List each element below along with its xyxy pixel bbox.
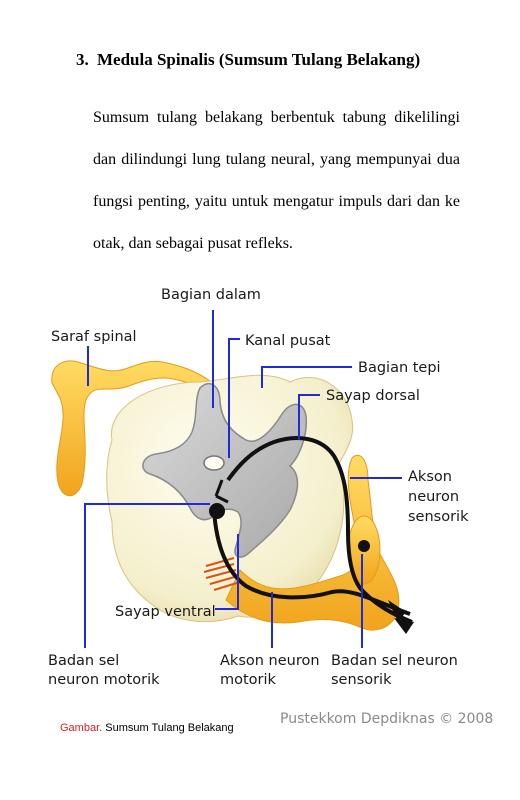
label-sayap-dorsal: Sayap dorsal [326, 388, 420, 404]
label-badan-motorik-1: Badan sel [48, 653, 119, 669]
label-kanal-pusat: Kanal pusat [245, 333, 331, 349]
sensory-neuron-body [358, 540, 370, 552]
label-akson-motorik-1: Akson neuron [220, 653, 320, 669]
section-title: Medula Spinalis (Sumsum Tulang Belakang) [97, 50, 421, 69]
body-paragraph: Sumsum tulang belakang berbentuk tabung … [93, 109, 460, 252]
figure-caption: Gambar. Sumsum Tulang Belakang [60, 722, 234, 734]
central-canal [203, 455, 225, 471]
interneuron-link [214, 479, 229, 504]
label-akson-sensorik-3: sensorik [408, 509, 469, 525]
spinal-cord-diagram: Bagian dalam Saraf spinal Kanal pusat Ba… [48, 287, 469, 688]
label-sayap-ventral: Sayap ventral [115, 604, 216, 620]
motor-axon [212, 509, 411, 616]
caption-prefix: Gambar. [60, 722, 103, 734]
section-number: 3. [76, 50, 89, 69]
label-akson-motorik-2: motorik [220, 672, 277, 688]
leader-lines [84, 310, 402, 648]
label-akson-sensorik-1: Akson [408, 469, 452, 485]
caption-text: Sumsum Tulang Belakang [102, 722, 234, 734]
motor-neuron-body [209, 503, 225, 519]
motor-arrow-icon [394, 618, 414, 634]
section-heading: 3. Medula Spinalis (Sumsum Tulang Belaka… [76, 50, 420, 70]
label-saraf-spinal: Saraf spinal [51, 329, 137, 345]
label-badan-sensorik-2: sensorik [331, 672, 392, 688]
label-bagian-tepi: Bagian tepi [358, 360, 441, 376]
spinal-cord-figure: Bagian dalam Saraf spinal Kanal pusat Ba… [0, 270, 520, 740]
label-akson-sensorik-2: neuron [408, 489, 459, 505]
label-bagian-dalam: Bagian dalam [161, 287, 261, 303]
label-badan-motorik-2: neuron motorik [48, 672, 160, 688]
left-spinal-nerve [51, 360, 215, 497]
figure-credit: Pustekkom Depdiknas © 2008 [280, 711, 494, 727]
label-badan-sensorik-1: Badan sel neuron [331, 653, 458, 669]
sensory-arrow-icon [388, 600, 406, 622]
